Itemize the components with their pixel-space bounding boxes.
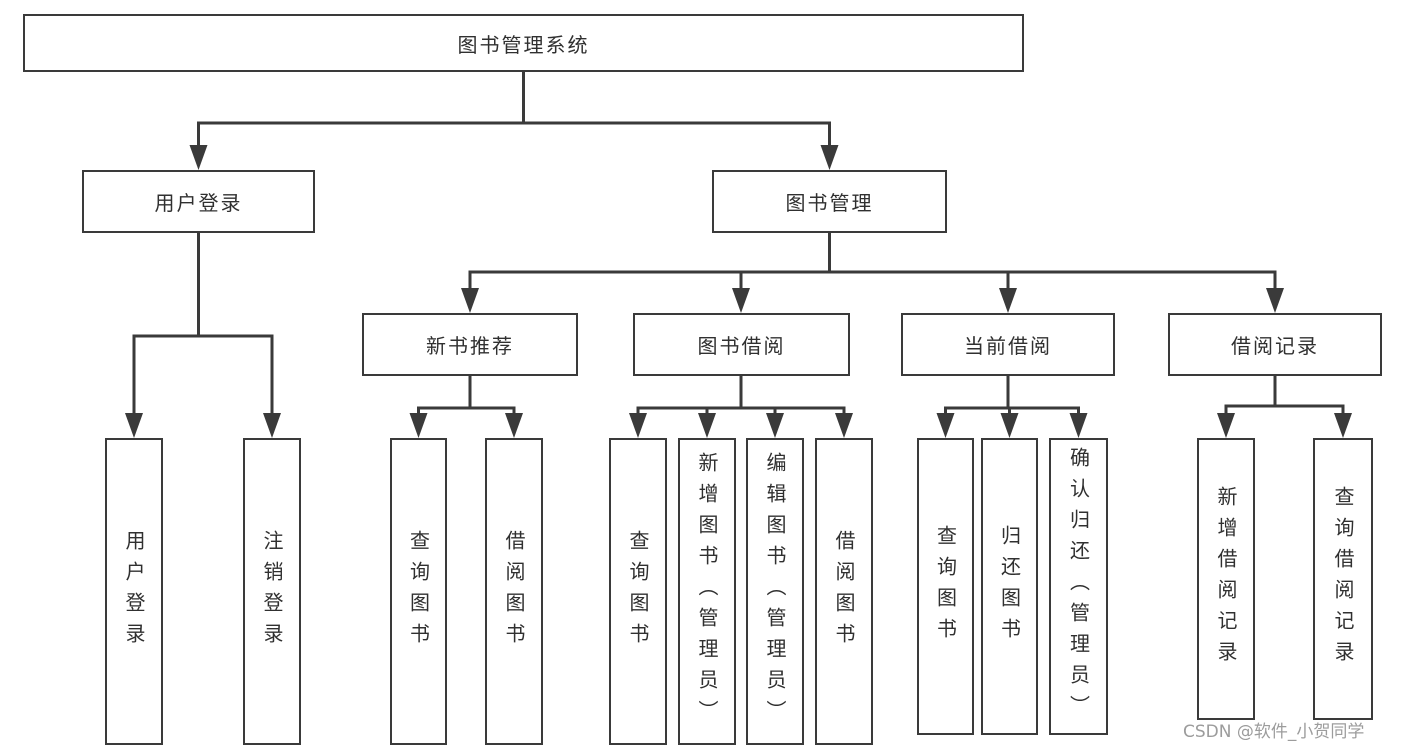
node-query-books-recommend: 查询图书 <box>390 438 447 745</box>
node-label: 图书管理 <box>785 191 874 215</box>
node-current-borrowing: 当前借阅 <box>901 313 1115 376</box>
node-label: 当前借阅 <box>964 334 1052 358</box>
node-label: 新增图书（管理员） <box>695 452 719 731</box>
node-label: 确认归还（管理员） <box>1066 447 1091 726</box>
node-label: 借阅记录 <box>1231 334 1319 358</box>
node-confirm-return-admin: 确认归还（管理员） <box>1049 438 1108 735</box>
watermark: CSDN @软件_小贺同学 <box>1183 722 1365 742</box>
node-label: 借阅图书 <box>832 529 856 654</box>
node-label: 编辑图书（管理员） <box>763 452 787 731</box>
node-label: 注销登录 <box>260 529 284 654</box>
node-label: 查询图书 <box>933 524 958 649</box>
node-query-books-borrowing: 查询图书 <box>609 438 667 745</box>
node-user-login-leaf: 用户登录 <box>105 438 163 745</box>
node-return-book: 归还图书 <box>981 438 1038 735</box>
node-add-book-admin: 新增图书（管理员） <box>678 438 736 745</box>
node-library-management-system: 图书管理系统 <box>23 14 1024 72</box>
node-label: 查询借阅记录 <box>1331 486 1355 672</box>
node-label: 借阅图书 <box>502 529 526 654</box>
node-query-borrow-record: 查询借阅记录 <box>1313 438 1373 720</box>
node-book-management: 图书管理 <box>712 170 947 233</box>
node-borrow-books-recommend: 借阅图书 <box>485 438 543 745</box>
node-edit-book-admin: 编辑图书（管理员） <box>746 438 804 745</box>
node-label: 用户登录 <box>154 191 243 215</box>
node-label: 新增借阅记录 <box>1214 486 1238 672</box>
node-add-borrow-record: 新增借阅记录 <box>1197 438 1255 720</box>
node-label: 归还图书 <box>997 524 1022 649</box>
node-label: 用户登录 <box>122 529 146 654</box>
node-label: 新书推荐 <box>426 334 514 358</box>
node-borrowing-records: 借阅记录 <box>1168 313 1382 376</box>
node-user-login: 用户登录 <box>82 170 315 233</box>
node-label: 查询图书 <box>626 529 650 654</box>
node-new-book-recommendation: 新书推荐 <box>362 313 578 376</box>
node-borrow-books-leaf: 借阅图书 <box>815 438 873 745</box>
node-label: 图书借阅 <box>697 334 786 358</box>
node-book-borrowing: 图书借阅 <box>633 313 850 376</box>
node-label: 图书管理系统 <box>457 32 590 57</box>
node-label: 查询图书 <box>406 529 431 654</box>
node-query-books-current: 查询图书 <box>917 438 974 735</box>
node-logout: 注销登录 <box>243 438 301 745</box>
